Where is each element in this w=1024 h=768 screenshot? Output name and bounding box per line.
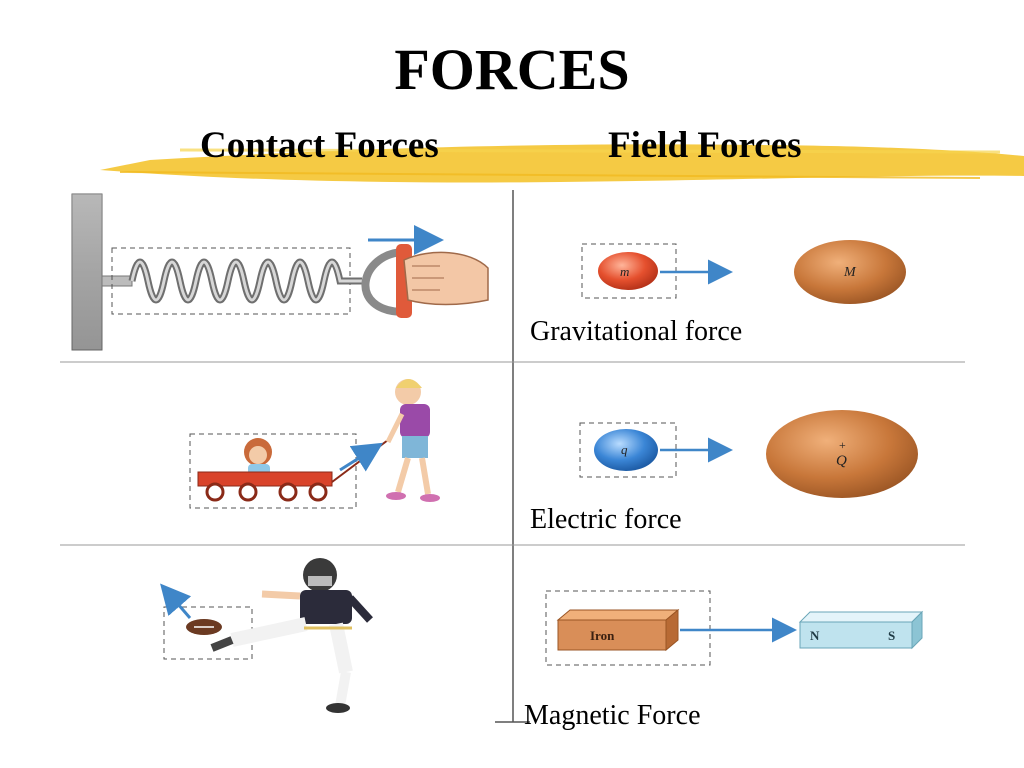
iron-block xyxy=(557,619,667,651)
contact-forces-heading: Contact Forces xyxy=(200,125,439,166)
gravity-illustration xyxy=(581,240,906,304)
small-mass-sphere xyxy=(598,252,658,290)
magnetic-illustration xyxy=(545,590,924,666)
bar-magnet xyxy=(799,621,913,649)
grid-lines xyxy=(60,190,965,723)
iron-label: Iron xyxy=(590,628,615,643)
small-charge-sphere xyxy=(594,429,658,471)
gravitational-force-caption: Gravitational force xyxy=(530,316,743,347)
field-forces-heading: Field Forces xyxy=(608,125,802,166)
spring-illustration xyxy=(71,193,489,351)
magnetic-force-caption: Magnetic Force xyxy=(524,700,701,731)
large-mass-label: M xyxy=(843,265,857,280)
magnet-north-label: N xyxy=(810,628,820,643)
large-charge-sign: + xyxy=(839,438,846,452)
large-charge-label: Q xyxy=(836,453,847,469)
wagon-illustration xyxy=(189,379,440,509)
small-mass-label: m xyxy=(620,264,629,279)
football-illustration xyxy=(160,558,373,713)
small-charge-label: q xyxy=(621,442,628,457)
large-mass-sphere xyxy=(794,240,906,304)
electric-illustration xyxy=(579,410,918,498)
large-charge-sphere xyxy=(766,410,918,498)
magnet-south-label: S xyxy=(888,628,895,643)
electric-force-caption: Electric force xyxy=(530,504,682,535)
slide-title: FORCES xyxy=(394,37,630,102)
